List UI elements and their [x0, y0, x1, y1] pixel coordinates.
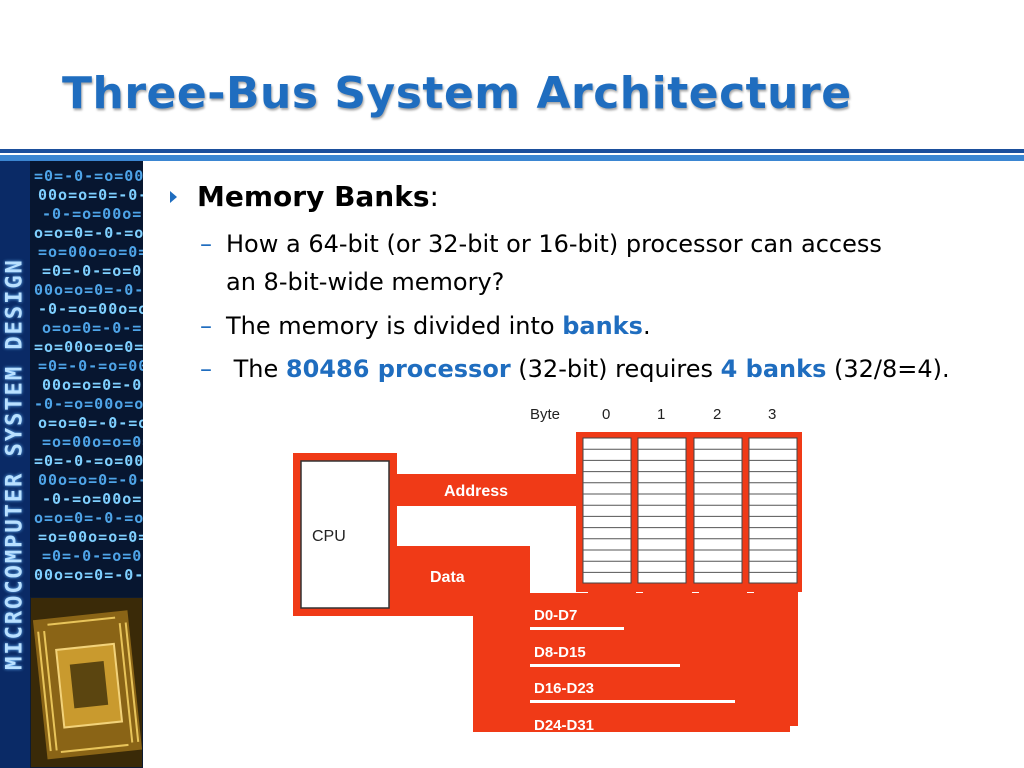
cpu-box [300, 460, 390, 609]
sub-bullet-1-line1: How a 64-bit (or 32-bit or 16-bit) proce… [226, 230, 882, 258]
dash-icon: – [200, 355, 212, 383]
byte-header: Byte [530, 406, 560, 423]
memory-bank [693, 437, 743, 584]
data-line-separator [530, 627, 624, 630]
bank-number: 0 [602, 406, 610, 423]
dash-icon: – [200, 312, 212, 340]
data-line-label: D16-D23 [534, 680, 594, 697]
title-rule-light [0, 155, 1024, 161]
sidebar-caption-strip: MICROCOMPUTER SYSTEM DESIGN [0, 161, 30, 768]
dash-icon: – [200, 230, 212, 258]
bank-number: 1 [657, 406, 665, 423]
bank-cell-column [693, 437, 743, 584]
bank-cell-column [582, 437, 632, 584]
processor-chip-image [30, 597, 143, 768]
sidebar-decoration: MICROCOMPUTER SYSTEM DESIGN =0=-0-=o=00o… [0, 161, 143, 768]
data-bus-label: Data [430, 569, 465, 586]
bank-number: 2 [713, 406, 721, 423]
term-banks: banks [562, 312, 643, 340]
bank-cell-column [748, 437, 798, 584]
data-line-separator [530, 700, 735, 703]
address-bus-label: Address [444, 483, 508, 500]
sub-bullet-1-line2: an 8-bit-wide memory? [226, 268, 505, 296]
term-4-banks: 4 banks [720, 355, 827, 383]
bullet-heading: Memory Banks [197, 180, 430, 213]
cpu-label: CPU [312, 528, 346, 545]
term-processor: 80486 processor [285, 355, 511, 383]
bank-cell-column [637, 437, 687, 584]
memory-bank [637, 437, 687, 584]
data-line-separator [530, 664, 680, 667]
memory-banks [582, 437, 798, 584]
data-line-label: D24-D31 [534, 717, 594, 734]
memory-bank [748, 437, 798, 584]
title-rule-dark [0, 149, 1024, 153]
bank-connector [588, 592, 632, 616]
address-bus [397, 474, 582, 506]
binary-pattern-background: =0=-0-=o=00o=o00o=o=0=-0-=o=-0-=o=00o=o=… [34, 167, 143, 584]
bank-connector [699, 592, 743, 689]
bank-connector [643, 592, 687, 653]
memory-bank [582, 437, 632, 584]
data-line-separator [530, 737, 790, 740]
slide-title: Three-Bus System Architecture [62, 68, 852, 119]
bank-number: 3 [768, 406, 776, 423]
data-line-label: D0-D7 [534, 607, 577, 624]
bullet-arrow-icon [170, 191, 177, 203]
data-line-label: D8-D15 [534, 644, 586, 661]
data-bus [397, 546, 790, 732]
bank-connector [754, 592, 798, 726]
